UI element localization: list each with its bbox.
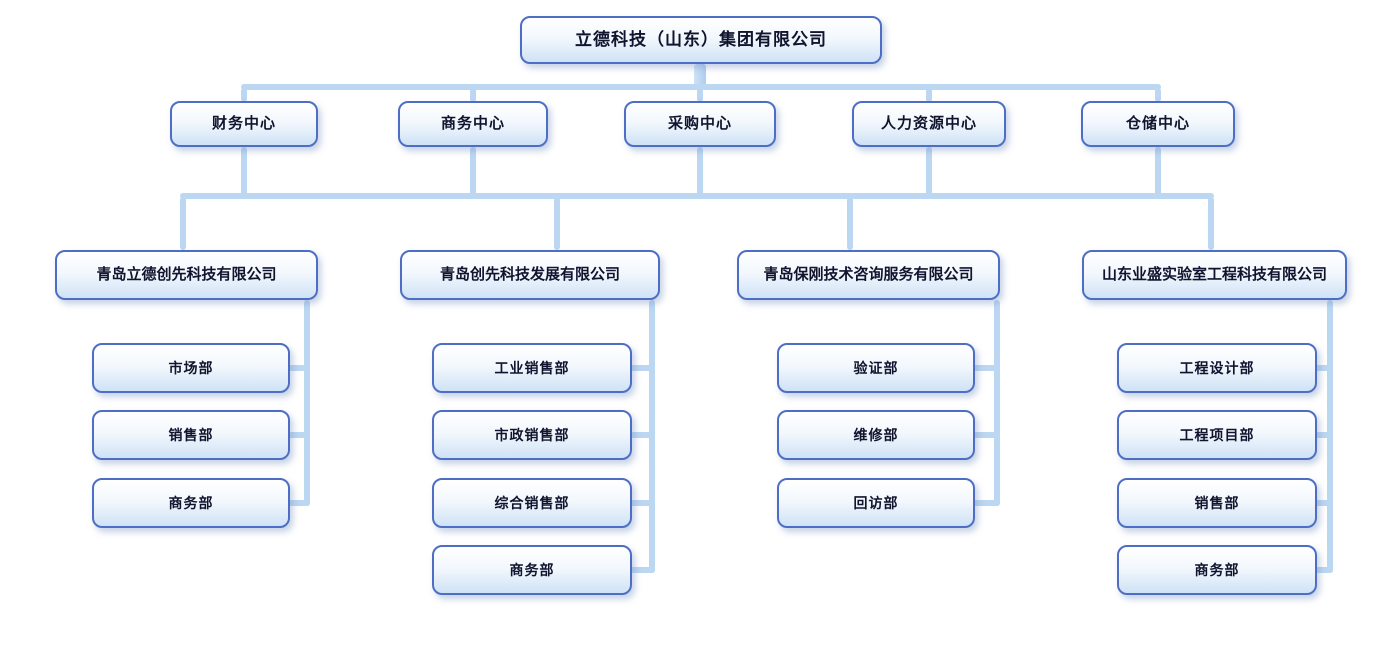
org-node-root: 立德科技（山东）集团有限公司 (520, 16, 882, 64)
dept-node-2-4: 商务部 (432, 545, 632, 595)
dept-node-4-2: 工程项目部 (1117, 410, 1317, 460)
subsidiary-node-1: 青岛立德创先科技有限公司 (55, 250, 318, 300)
connector-dept-stub-4-2 (1315, 432, 1333, 438)
connector-center-stub-5 (1155, 88, 1161, 102)
connector-subsidiary-drop-2 (554, 197, 560, 250)
dept-node-1-1: 市场部 (92, 343, 290, 393)
connector-subsidiary-drop-1 (180, 197, 186, 250)
connector-dept-stub-2-2 (630, 432, 655, 438)
connector-center-drop-4 (926, 147, 932, 197)
center-node-3: 采购中心 (624, 101, 776, 147)
dept-node-3-2: 维修部 (777, 410, 975, 460)
connector-subsidiary-drop-4 (1208, 197, 1214, 250)
connector-dept-stub-1-3 (288, 500, 310, 506)
dept-node-4-1: 工程设计部 (1117, 343, 1317, 393)
subsidiary-node-4: 山东业盛实验室工程科技有限公司 (1082, 250, 1347, 300)
center-node-5: 仓储中心 (1081, 101, 1235, 147)
dept-node-4-3: 销售部 (1117, 478, 1317, 528)
connector-center-drop-2 (470, 147, 476, 197)
connector-dept-stub-3-1 (973, 365, 1000, 371)
connector-dept-stub-1-1 (288, 365, 310, 371)
subsidiary-node-3: 青岛保刚技术咨询服务有限公司 (737, 250, 1000, 300)
connector-dept-stub-3-3 (973, 500, 1000, 506)
connector-dept-stub-4-4 (1315, 567, 1333, 573)
connector-dept-stub-3-2 (973, 432, 1000, 438)
connector-dept-stub-2-3 (630, 500, 655, 506)
connector-center-stub-4 (926, 88, 932, 102)
dept-node-1-3: 商务部 (92, 478, 290, 528)
connector-center-drop-5 (1155, 147, 1161, 197)
center-node-4: 人力资源中心 (852, 101, 1006, 147)
dept-node-2-3: 综合销售部 (432, 478, 632, 528)
connector-dept-spine-3 (994, 300, 1000, 506)
connector-center-stub-1 (241, 88, 247, 102)
dept-node-2-2: 市政销售部 (432, 410, 632, 460)
connector-subsidiaries-distributor (180, 193, 1214, 199)
connector-center-drop-3 (697, 147, 703, 197)
connector-root-stub (694, 64, 706, 86)
dept-node-4-4: 商务部 (1117, 545, 1317, 595)
connector-subsidiary-drop-3 (847, 197, 853, 250)
connector-dept-stub-2-1 (630, 365, 655, 371)
dept-node-2-1: 工业销售部 (432, 343, 632, 393)
connector-dept-spine-1 (304, 300, 310, 506)
center-node-1: 财务中心 (170, 101, 318, 147)
dept-node-1-2: 销售部 (92, 410, 290, 460)
connector-dept-stub-1-2 (288, 432, 310, 438)
dept-node-3-1: 验证部 (777, 343, 975, 393)
connector-center-stub-3 (697, 88, 703, 102)
connector-dept-stub-4-3 (1315, 500, 1333, 506)
connector-dept-stub-2-4 (630, 567, 655, 573)
dept-node-3-3: 回访部 (777, 478, 975, 528)
subsidiary-node-2: 青岛创先科技发展有限公司 (400, 250, 660, 300)
center-node-2: 商务中心 (398, 101, 548, 147)
connector-dept-stub-4-1 (1315, 365, 1333, 371)
connector-center-drop-1 (241, 147, 247, 197)
connector-center-stub-2 (470, 88, 476, 102)
connector-centers-distributor (241, 84, 1161, 90)
